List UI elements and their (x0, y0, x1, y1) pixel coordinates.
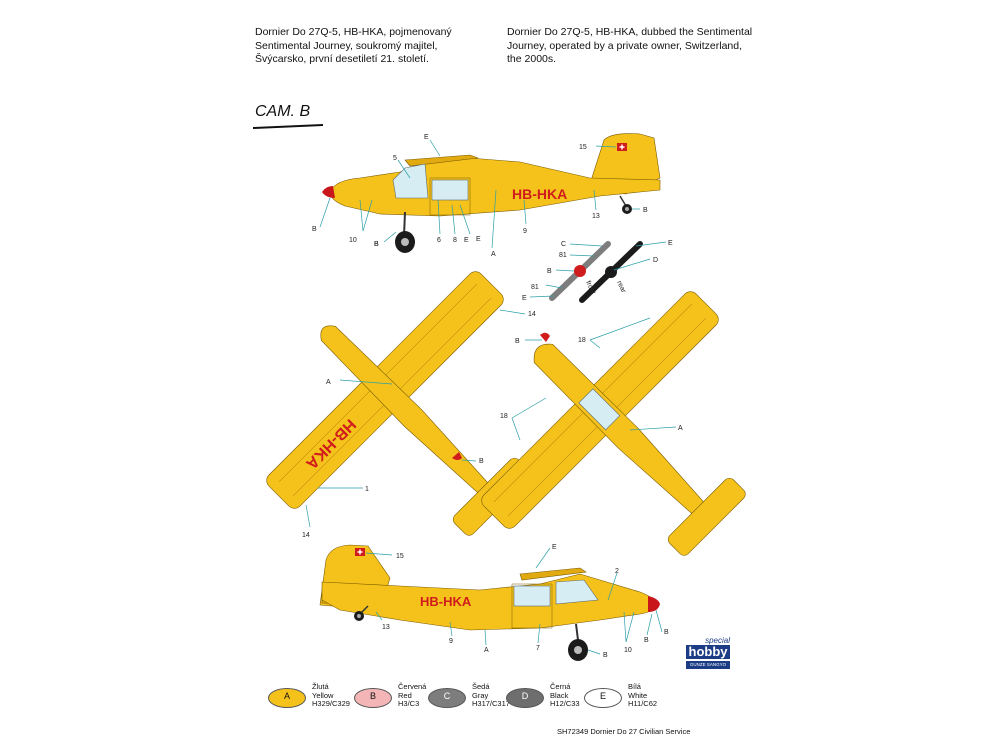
bottom-tailplane (667, 477, 746, 556)
svg-text:10: 10 (624, 647, 632, 654)
brand-line-special: special (705, 636, 730, 645)
svg-text:B: B (312, 226, 317, 233)
svg-text:B: B (547, 268, 552, 275)
front-prop-spinner (574, 265, 586, 277)
svg-text:6: 6 (437, 237, 441, 244)
brand-line-hobby: hobby (686, 645, 730, 659)
svg-text:81: 81 (531, 284, 539, 291)
caption-czech: Dornier Do 27Q-5, HB-HKA, pojmenovaný Se… (255, 26, 452, 65)
svg-text:A: A (326, 379, 331, 386)
svg-text:81: 81 (559, 252, 567, 259)
side-window-2 (513, 585, 551, 607)
camouflage-title-underline (253, 124, 323, 129)
svg-text:C: C (561, 241, 566, 248)
svg-text:10: 10 (349, 237, 357, 244)
svg-text:E: E (668, 240, 673, 247)
svg-text:13: 13 (382, 624, 390, 631)
nose-spinner-2 (648, 596, 660, 612)
bottom-view: B 18 18 A (481, 291, 746, 556)
svg-text:B: B (643, 207, 648, 214)
svg-text:18: 18 (500, 413, 508, 420)
svg-text:D: D (653, 257, 658, 264)
svg-text:9: 9 (449, 638, 453, 645)
side-view-lower: HB-HKA 15 E 2 B 13 9 A 7 B 10 B (319, 544, 669, 661)
camouflage-title: CAM. B (255, 103, 311, 120)
nose-spinner (322, 186, 335, 198)
svg-text:E: E (424, 134, 429, 141)
footer-code: SH72349 Dornier Do 27 Civilian Service (557, 727, 691, 736)
svg-text:8: 8 (453, 237, 457, 244)
svg-text:A: A (491, 251, 496, 258)
legend-swatch-d (506, 688, 544, 708)
svg-text:B: B (644, 637, 649, 644)
caption-english: Dornier Do 27Q-5, HB-HKA, dubbed the Sen… (507, 26, 753, 65)
svg-text:18: 18 (578, 337, 586, 344)
svg-text:B: B (515, 338, 520, 345)
rear-prop-spinner (605, 266, 617, 278)
propellers: front rear C 81 B 81 E E D (522, 240, 673, 303)
brand-logo: special hobby GUNZE SANGYO (686, 636, 730, 669)
svg-text:14: 14 (528, 311, 536, 318)
svg-text:1: 1 (365, 486, 369, 493)
svg-text:B: B (479, 458, 484, 465)
brand-line-gunze: GUNZE SANGYO (686, 661, 730, 669)
svg-text:A: A (678, 425, 683, 432)
upper-wing-edge (404, 154, 479, 167)
svg-text:9: 9 (523, 228, 527, 235)
registration-side-1: HB-HKA (512, 186, 567, 202)
legend-swatch-b (354, 688, 392, 708)
side-view-upper-labels: E 5 15 B B 10 B 6 E 8 E A 9 13 B (312, 134, 648, 258)
svg-text:E: E (476, 236, 481, 243)
svg-text:5: 5 (393, 155, 397, 162)
side-view-upper: HB-HKA (319, 133, 661, 253)
svg-text:2: 2 (615, 568, 619, 575)
svg-text:B: B (664, 629, 669, 636)
svg-text:E: E (464, 237, 469, 244)
svg-text:B: B (603, 652, 608, 659)
side-window (431, 179, 469, 201)
svg-text:A: A (484, 647, 489, 654)
svg-text:15: 15 (396, 553, 404, 560)
svg-text:B: B (374, 241, 379, 248)
bottom-window (578, 388, 621, 431)
legend-swatch-a (268, 688, 306, 708)
front-window-2 (555, 579, 599, 605)
legend-swatch-e (584, 688, 622, 708)
svg-text:13: 13 (592, 213, 600, 220)
svg-text:E: E (552, 544, 557, 551)
front-window (392, 163, 429, 199)
legend-swatch-c (428, 688, 466, 708)
svg-text:E: E (522, 295, 527, 302)
registration-side-2: HB-HKA (420, 594, 472, 609)
svg-text:rear: rear (615, 280, 627, 295)
svg-text:14: 14 (302, 532, 310, 539)
top-view: HB-HKA 14 A B 1 14 (266, 271, 536, 539)
svg-text:7: 7 (536, 645, 540, 652)
svg-text:B: B (374, 241, 379, 248)
svg-text:15: 15 (579, 144, 587, 151)
